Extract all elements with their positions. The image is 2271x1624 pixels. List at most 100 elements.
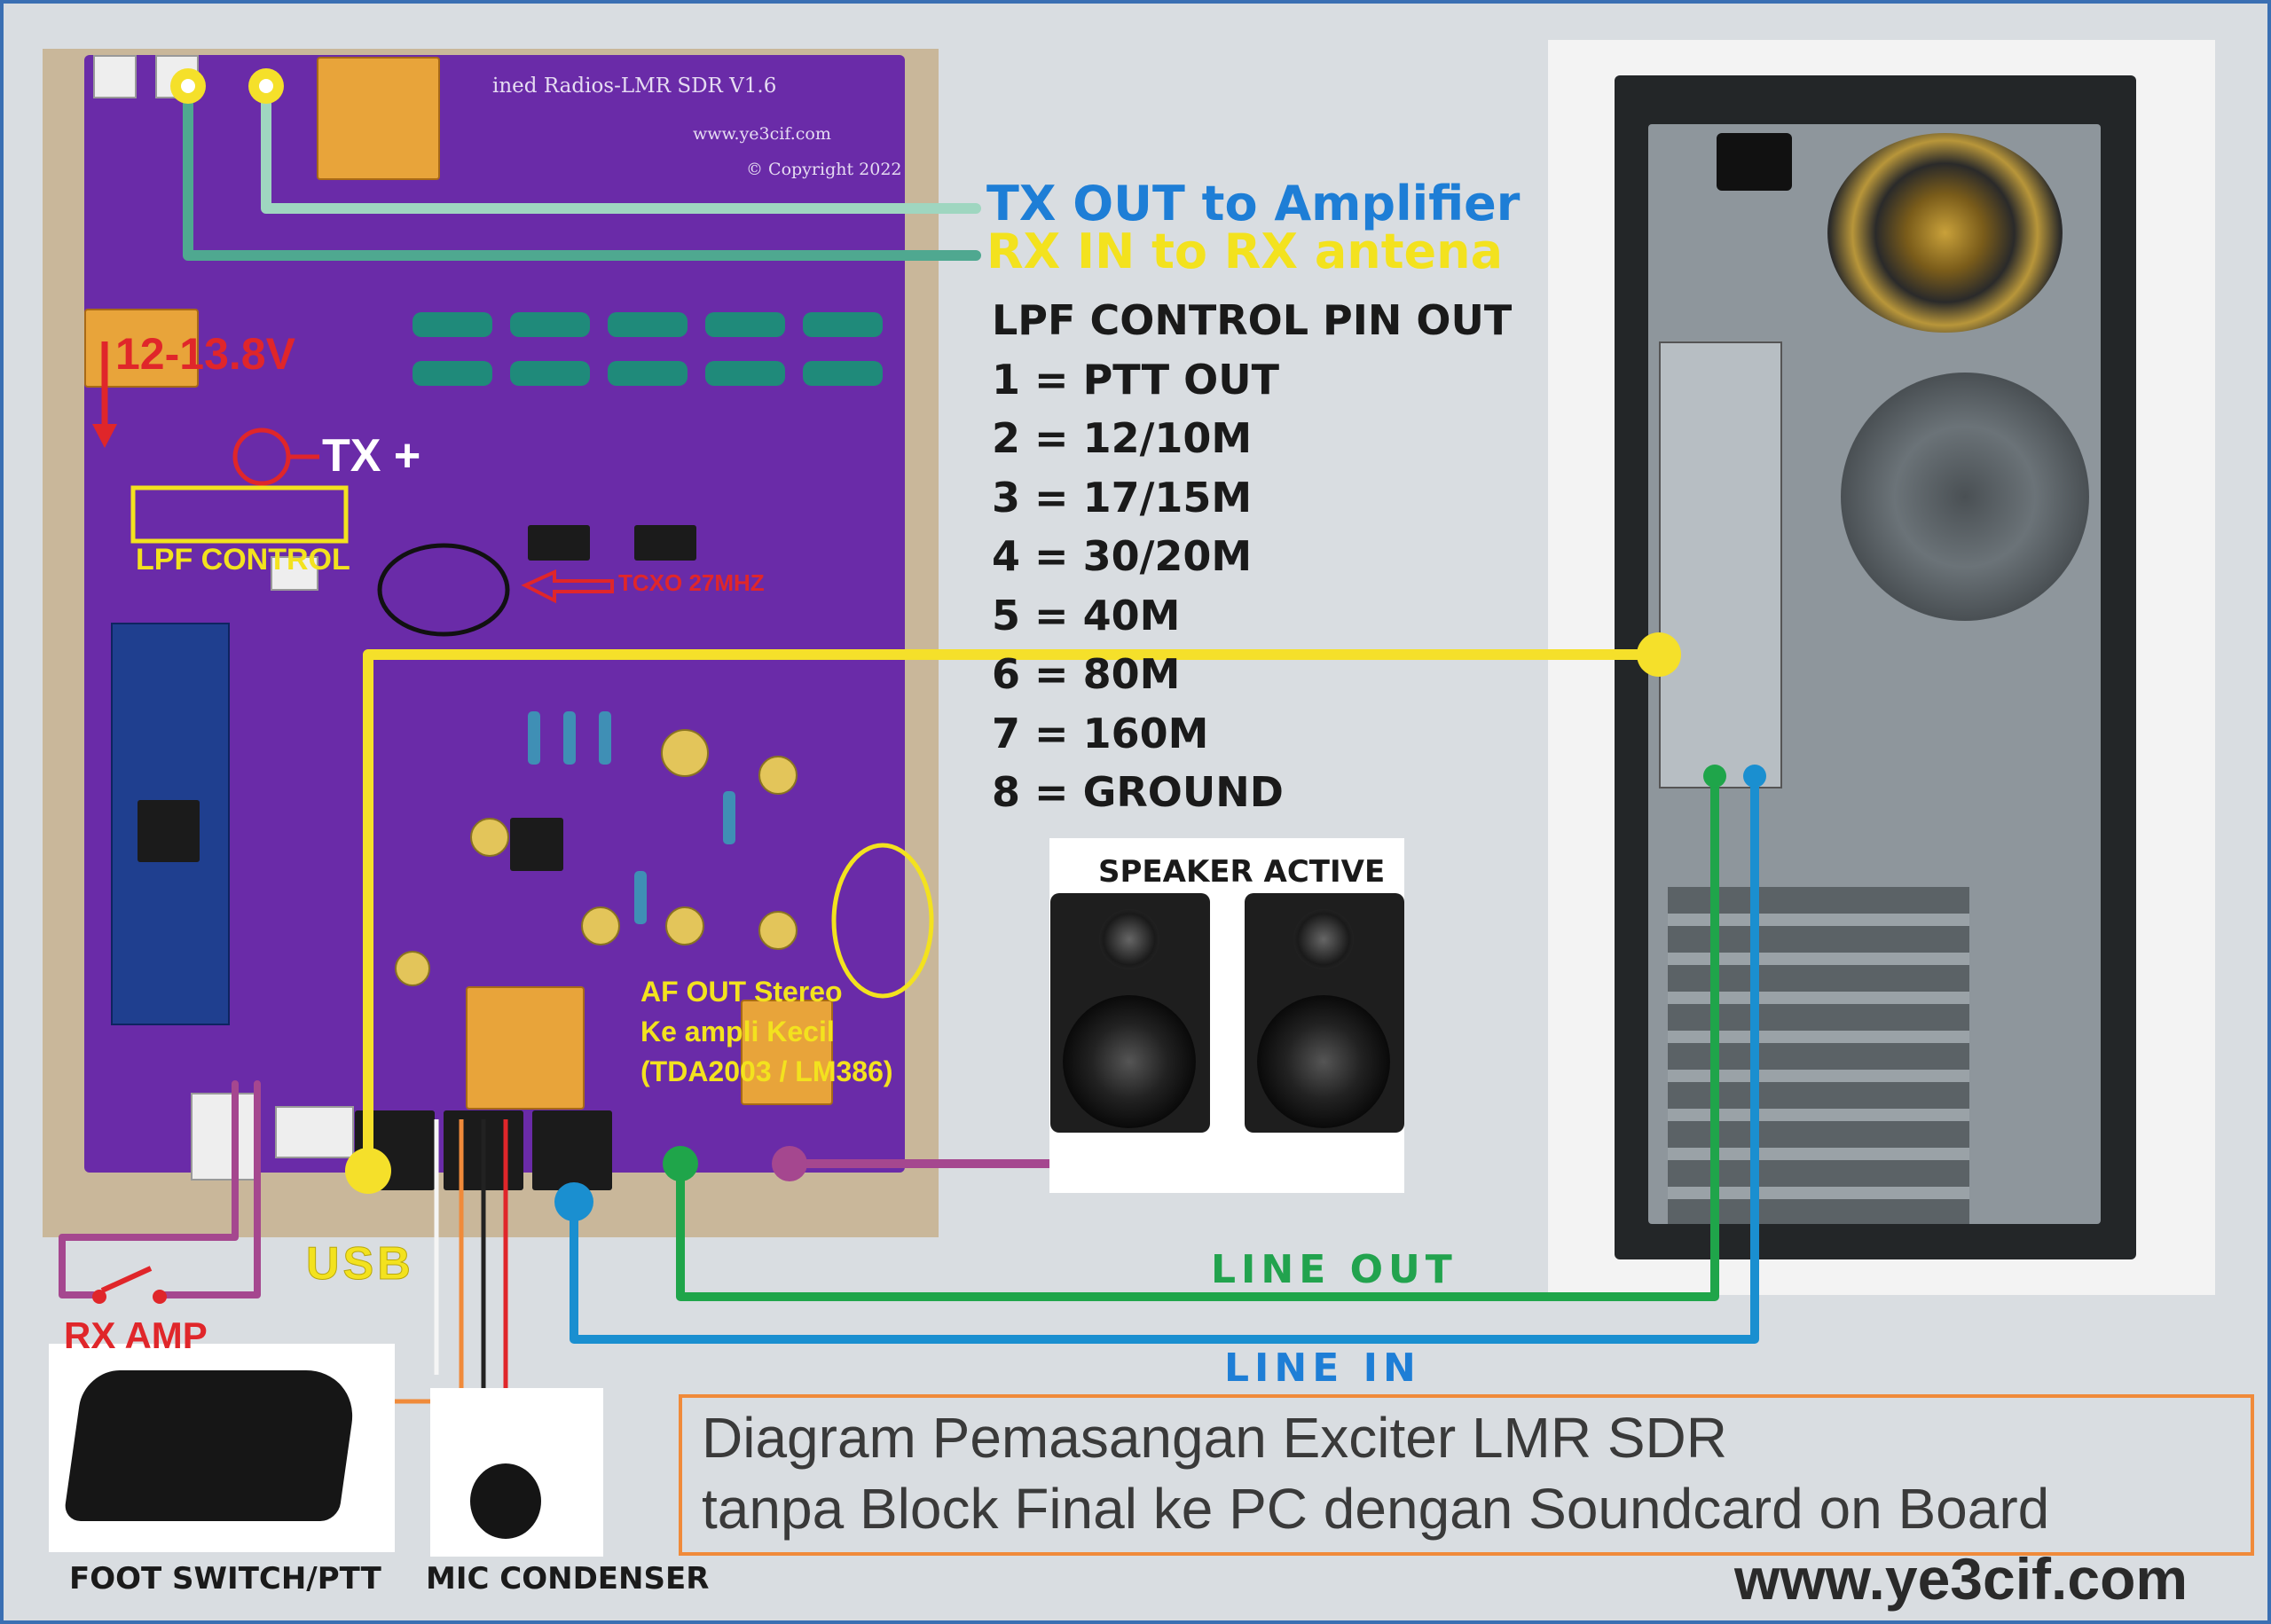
footer-website: www.ye3cif.com [1734,1546,2188,1612]
woofer-icon [1063,995,1196,1128]
coil [413,312,492,337]
speaker-board-point [772,1146,807,1181]
relay-top [317,57,440,180]
lpf-control-marker [130,485,349,544]
line-in-wire [570,772,1759,1344]
ic-chip [528,525,590,561]
rx-amp-switch-contact [92,1290,106,1304]
line-out-board-point [663,1146,698,1181]
af-out-label-1: AF OUT Stereo [640,976,843,1008]
relay-bottom-2 [741,1000,833,1105]
coil [608,312,688,337]
woofer-icon [1257,995,1390,1128]
rx-amp-switch-contact [153,1290,167,1304]
resistor [563,711,576,765]
coil [803,361,883,386]
tx-out-wire [261,79,981,214]
lpf-control-label: LPF CONTROL [136,543,350,577]
line-out-wire [676,772,1719,1301]
speaker-image: SPEAKER ACTIVE [1049,838,1404,1193]
board-copyright: © Copyright 2022 [746,160,902,179]
psu-fan-icon [1827,133,2063,333]
capacitor [665,906,704,945]
case-fan-grille [1841,373,2089,621]
usb-pc-point [1637,632,1681,677]
rf-connector [93,55,137,98]
line-in-label: LINE IN [1224,1345,1421,1391]
tweeter-icon [1293,909,1354,969]
tcxo-marker [377,543,510,637]
coil [510,361,590,386]
lpf-pinout-list: LPF CONTROL PIN OUT 1 = PTT OUT 2 = 12/1… [992,291,1512,822]
tx-out-label: TX OUT to Amplifier [986,176,1521,231]
diagram-title-box: Diagram Pemasangan Exciter LMR SDR tanpa… [679,1394,2254,1556]
tx-plus-marker [232,428,291,486]
foot-pedal-icon [63,1370,359,1521]
tx-plus-label: TX + [322,430,421,482]
mic-condenser-image [430,1388,603,1557]
line-in-pc-point [1743,765,1766,788]
coil [705,361,785,386]
tweeter-icon [1099,909,1159,969]
tcxo-arrow-icon [521,569,614,604]
psu-power-socket [1717,133,1792,191]
mic-label: MIC CONDENSER [426,1561,710,1597]
af-out-marker [831,843,934,999]
capacitor [581,906,620,945]
rx-amp-wire [156,1080,261,1298]
rx-amp-label: RX AMP [64,1314,208,1356]
af-out-label-2: Ke ampli Kecil [640,1016,835,1047]
coil [608,361,688,386]
speaker-right [1245,893,1404,1133]
board-name: ined Radios-LMR SDR V1.6 [492,75,777,98]
resistor [723,791,735,844]
coil [413,361,492,386]
capacitor [395,951,430,986]
resistor [528,711,540,765]
foot-switch-label: FOOT SWITCH/PTT [69,1561,381,1597]
pinout-item: 8 = GROUND [992,768,1284,816]
af-out-label-3: (TDA2003 / LM386) [640,1055,893,1087]
pinout-item: 3 = 17/15M [992,473,1253,522]
pinout-item: 5 = 40M [992,591,1181,639]
ic-chip [634,525,696,561]
resistor [634,871,647,924]
resistor [599,711,611,765]
board-website: www.ye3cif.com [693,124,831,144]
capacitor [470,818,509,857]
exciter-pcb: ined Radios-LMR SDR V1.6 www.ye3cif.com … [84,55,905,1190]
relay-bottom-1 [466,986,585,1110]
pinout-item: 1 = PTT OUT [992,355,1279,404]
usb-board-point [345,1148,391,1194]
pinout-item: 4 = 30/20M [992,532,1253,580]
audio-jack [532,1110,612,1190]
pinout-title: LPF CONTROL PIN OUT [992,296,1513,344]
capacitor [661,729,709,777]
usb-label: USB [306,1238,414,1291]
coil [705,312,785,337]
pinout-item: 2 = 12/10M [992,414,1253,462]
title-line-2: tanpa Block Final ke PC dengan Soundcard… [702,1477,2050,1541]
tcxo-crystal [271,556,318,591]
mic-capsule-icon [470,1463,541,1539]
coil [803,312,883,337]
usb-port [191,1093,261,1181]
rx-in-label: RX IN to RX antena [986,224,1504,279]
pinout-item: 6 = 80M [992,650,1181,698]
io-shield [1659,341,1782,788]
ptt-mic-connector [275,1106,354,1158]
pinout-item: 7 = 160M [992,709,1209,757]
capacitor [758,756,798,795]
rx-amp-wire [59,1080,239,1298]
rx-in-wire [183,79,981,261]
capacitor [758,911,798,950]
ic-chip [510,818,563,871]
tcxo-label: TCXO 27MHZ [618,569,765,596]
usb-wire [363,649,1664,1176]
mcu-chip [138,800,200,862]
line-out-label: LINE OUT [1211,1247,1458,1292]
line-in-board-point [554,1182,593,1221]
title-line-1: Diagram Pemasangan Exciter LMR SDR [702,1406,1727,1470]
line-out-pc-point [1703,765,1726,788]
